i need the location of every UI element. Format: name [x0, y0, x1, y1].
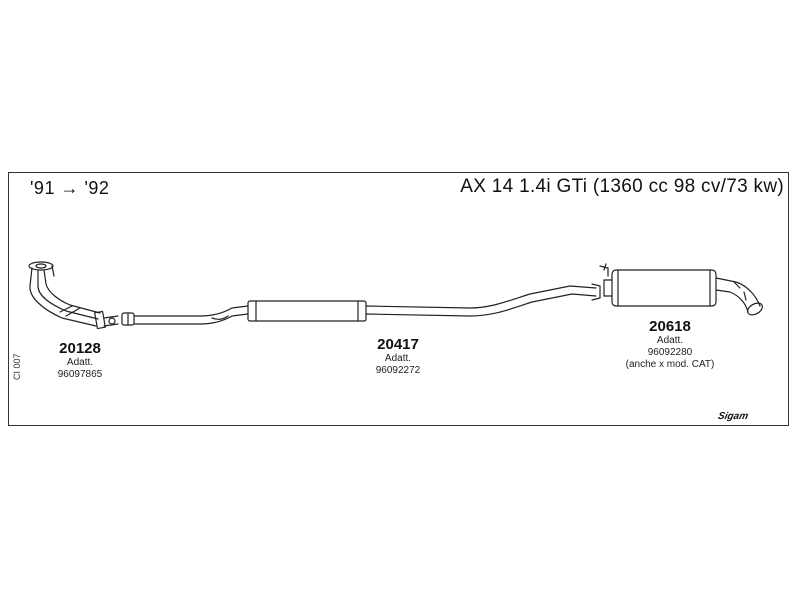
model-title: AX 14 1.4i GTi (1360 cc 98 cv/73 kw) [460, 176, 784, 197]
part-adatt-code: 96097865 [57, 369, 103, 380]
model-years: '91 → '92 [30, 178, 110, 198]
part-adatt-label: Adatt. [384, 353, 412, 364]
part-number-20417: 20417 [377, 336, 419, 353]
front-pipe-20128 [28, 261, 119, 330]
catalog-code: CI 007 [12, 353, 22, 380]
part-number-20128: 20128 [59, 340, 101, 357]
brand-logo: Sigam [716, 411, 750, 422]
part-adatt-code: 96092280 [647, 347, 693, 358]
pipe-clamp [121, 312, 135, 326]
diagram-frame [8, 172, 789, 426]
part-number-20618: 20618 [649, 318, 691, 335]
part-adatt-code: 96092272 [375, 365, 421, 376]
intermediate-pipe-20417 [133, 283, 601, 325]
part-adatt-label: Adatt. [66, 357, 94, 368]
part-adatt-label: Adatt. [656, 335, 684, 346]
part-note: (anche x mod. CAT) [625, 359, 715, 370]
rear-silencer-20618 [599, 263, 763, 316]
